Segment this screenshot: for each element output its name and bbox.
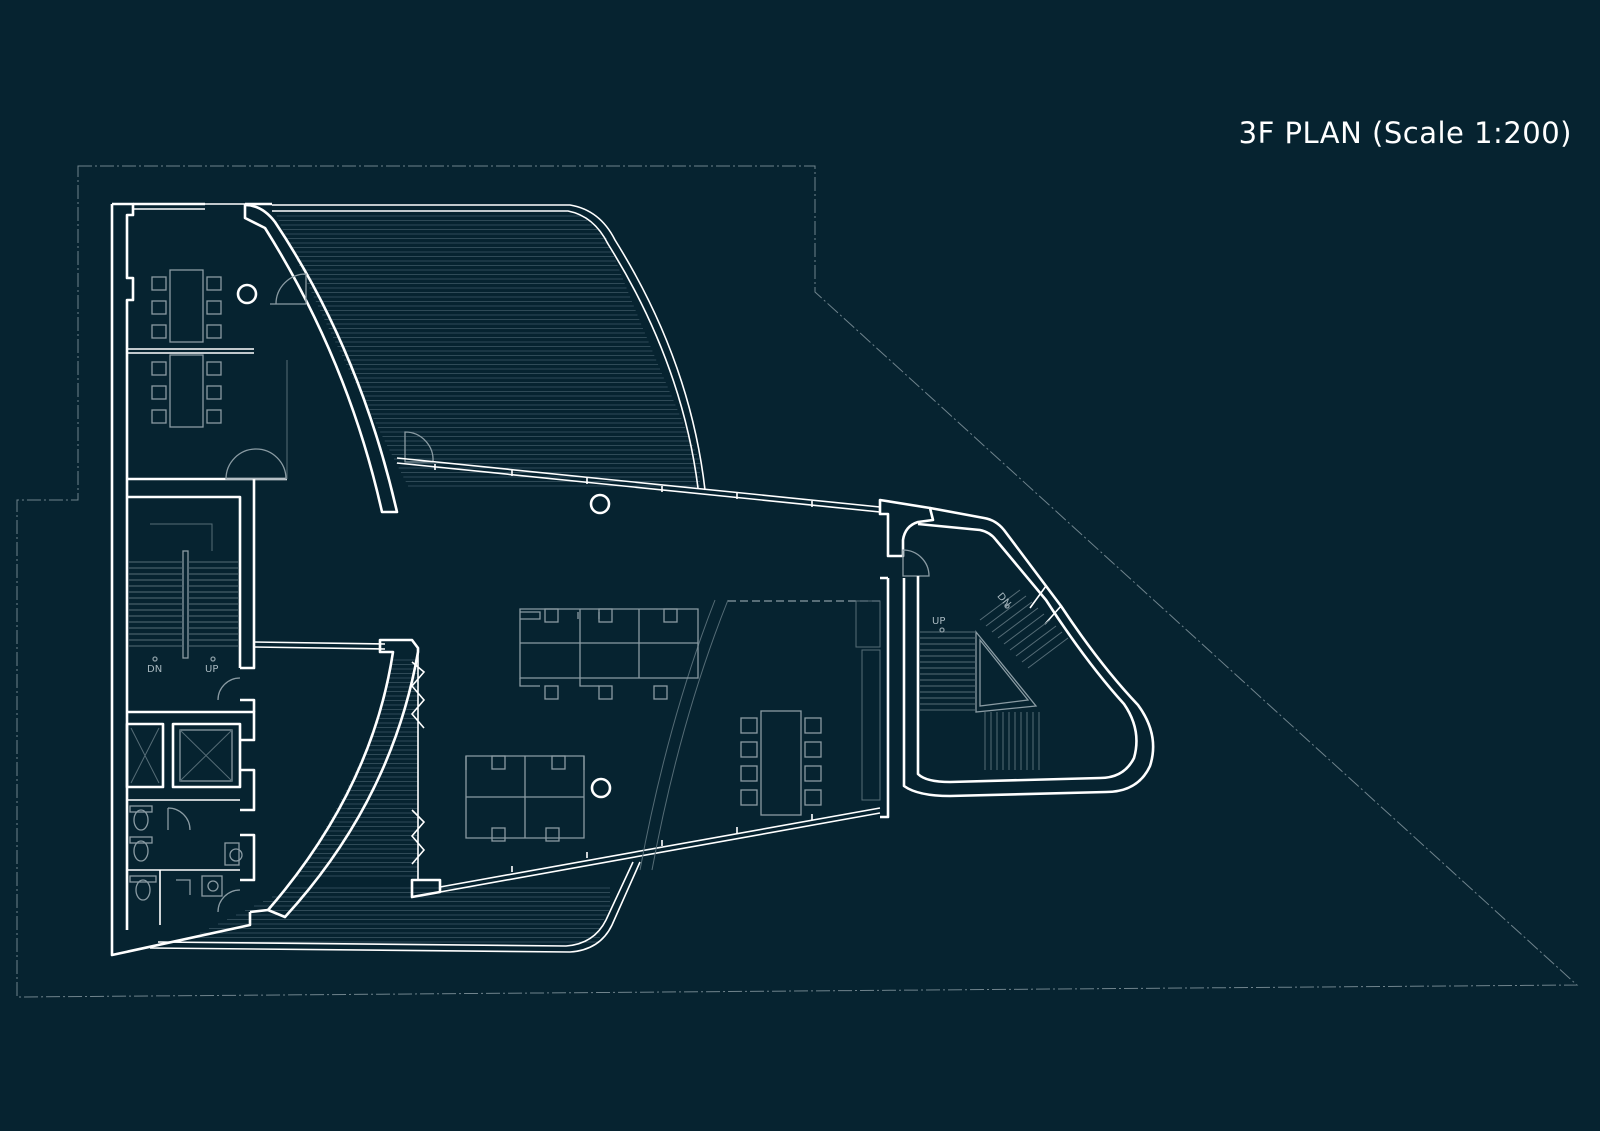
column <box>589 493 611 515</box>
core-wall <box>240 710 256 882</box>
mullions <box>434 464 813 872</box>
meeting-door-north <box>270 273 307 305</box>
folding-doors-lower <box>410 809 426 865</box>
workstation-cluster-south <box>465 755 585 842</box>
east-stair <box>920 589 1069 770</box>
west-stair-up-label: UP <box>205 664 218 675</box>
west-exterior-wall <box>110 202 252 957</box>
north-balcony-hatch <box>276 215 700 487</box>
side-cabinet <box>855 600 881 801</box>
north-glazing <box>133 203 245 210</box>
conference-table <box>740 710 822 816</box>
plan-title: 3F PLAN (Scale 1:200) <box>1238 116 1572 150</box>
folding-doors-upper <box>410 652 426 880</box>
south-balcony-edge-inner <box>157 861 634 947</box>
west-stair-dn-label: DN <box>147 664 162 675</box>
room-divider-upper <box>127 348 254 354</box>
curved-partition-north <box>243 203 399 514</box>
workstation-cluster-north <box>519 608 699 700</box>
south-glass-wall <box>439 807 881 893</box>
east-core-entrance <box>878 498 935 819</box>
meeting-table-north <box>151 269 222 343</box>
restroom-walls <box>127 799 240 925</box>
north-glass-wall <box>396 457 881 513</box>
column <box>590 777 612 799</box>
elevator-1 <box>125 722 165 789</box>
meeting-table-south <box>151 354 222 428</box>
conference-partition <box>639 599 729 871</box>
curved-partition-south <box>266 638 420 919</box>
west-stair <box>128 523 238 659</box>
east-stair-walls <box>1029 585 1062 625</box>
toilets <box>129 805 243 913</box>
south-balcony-hatch <box>182 659 610 943</box>
east-core-shell <box>902 506 1155 798</box>
balcony-door-north <box>404 431 434 463</box>
east-stair-up-label: UP <box>932 616 945 627</box>
meeting-door-south <box>225 448 287 480</box>
column <box>236 283 258 305</box>
south-pier <box>410 878 442 899</box>
west-stair-core <box>127 479 256 714</box>
link-glazing <box>253 641 386 650</box>
elevator-2 <box>171 722 242 789</box>
north-balcony-edge <box>272 204 706 491</box>
north-balcony-edge-inner <box>272 210 699 489</box>
site-boundary <box>16 165 1579 998</box>
south-wall-segment <box>249 908 269 914</box>
south-balcony-edge <box>149 861 641 953</box>
stair-door <box>217 677 241 701</box>
east-core-door <box>902 549 930 577</box>
